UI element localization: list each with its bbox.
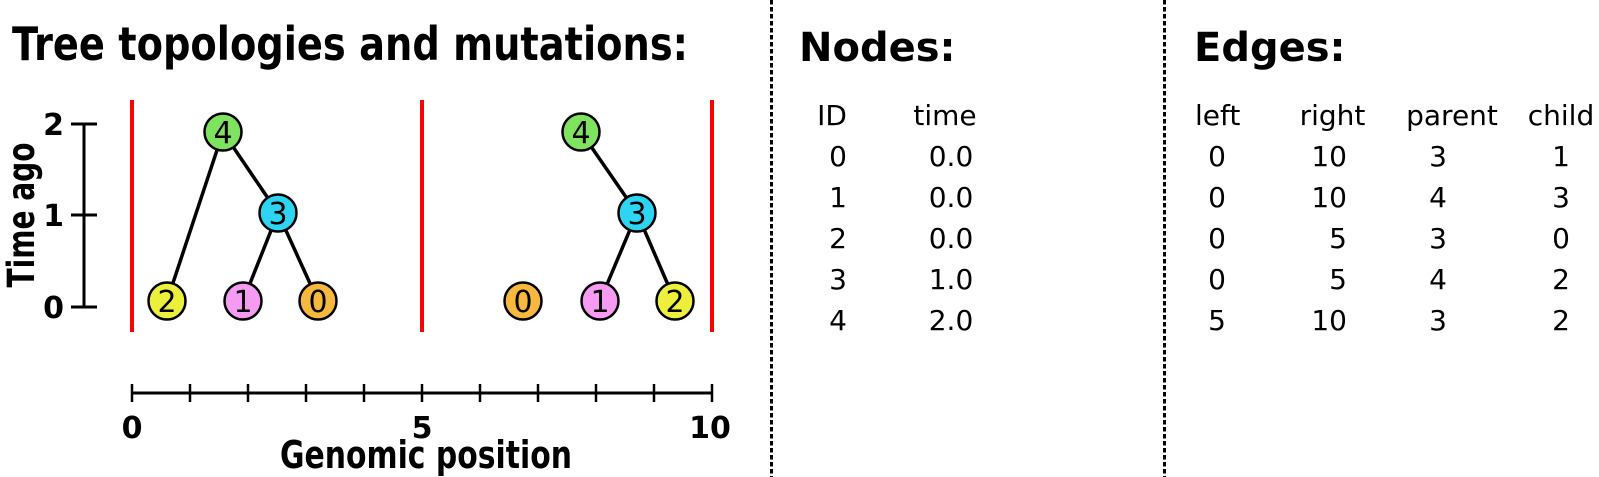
y-axis-title: Time ago <box>0 143 43 288</box>
node-time-cell: 0.0 <box>928 139 974 173</box>
tree1-node-4-label: 4 <box>213 116 232 151</box>
edge-child-cell: 1 <box>1552 139 1570 173</box>
x-axis-title: Genomic position <box>280 433 572 477</box>
x-axis-ticks <box>130 384 714 402</box>
nodes-heading: Nodes: <box>799 25 956 71</box>
figure-title: Tree topologies and mutations: <box>12 17 688 71</box>
edge-right-cell: 10 <box>1311 180 1347 214</box>
edge-right-cell: 10 <box>1311 139 1347 173</box>
tree1-node-0 <box>298 281 338 321</box>
y-tick-label-2: 2 <box>43 108 64 143</box>
tree1-node-3-label: 3 <box>268 197 287 232</box>
edge-child-cell: 2 <box>1552 262 1570 296</box>
node-time-cell: 1.0 <box>928 262 974 296</box>
tree1-node-3 <box>258 193 298 233</box>
nodes-table-time-column: time 0.0 0.0 0.0 1.0 2.0 <box>880 95 1022 341</box>
tree1-node-4 <box>203 112 243 152</box>
edges-column-header-parent: parent <box>1406 98 1498 132</box>
edge-left-cell: 5 <box>1208 303 1226 337</box>
tree2-node-1 <box>580 281 620 321</box>
tree2-node-0 <box>503 281 543 321</box>
edge-parent-cell: 3 <box>1429 221 1447 255</box>
tree1-node-2-label: 2 <box>157 285 176 320</box>
panel-divider-left <box>770 0 773 477</box>
edges-table-child-column: child 1 3 0 2 2 <box>1523 95 1599 341</box>
tree2-node-2 <box>655 281 695 321</box>
tree1-node-2 <box>147 281 187 321</box>
edge-parent-cell: 4 <box>1429 262 1447 296</box>
edge-parent-cell: 3 <box>1429 303 1447 337</box>
tree1-node-1 <box>223 281 263 321</box>
tree2-node-4-label: 4 <box>571 116 590 151</box>
tree-plot: Tree topologies and mutations: 2 1 0 Tim… <box>0 17 731 477</box>
edge-child-cell: 2 <box>1552 303 1570 337</box>
edge-left-cell: 0 <box>1208 262 1226 296</box>
edge-child-cell: 3 <box>1552 180 1570 214</box>
node-time-cell: 0.0 <box>928 221 974 255</box>
node-id-cell: 3 <box>829 262 847 296</box>
edges-column-header-child: child <box>1527 98 1595 132</box>
edges-column-header-right: right <box>1299 98 1366 132</box>
nodes-column-header-id: ID <box>817 98 847 132</box>
tree1-edge-4-2 <box>165 131 225 302</box>
edge-left-cell: 0 <box>1208 180 1226 214</box>
tree2-node-0-label: 0 <box>513 285 532 320</box>
nodes-table-id-column: ID 0 1 2 3 4 <box>800 95 876 341</box>
tree2-node-3-label: 3 <box>627 197 646 232</box>
edges-table-parent-column: parent 3 4 3 4 3 <box>1400 95 1498 341</box>
x-tick-label-5: 5 <box>412 411 433 446</box>
edges-column-header-left: left <box>1195 98 1241 132</box>
nodes-column-header-time: time <box>913 98 977 132</box>
node-id-cell: 4 <box>829 303 847 337</box>
edges-table-left-column: left 0 0 0 0 5 <box>1182 95 1252 341</box>
node-id-cell: 2 <box>829 221 847 255</box>
tree1-node-1-label: 1 <box>233 285 252 320</box>
node-time-cell: 0.0 <box>928 180 974 214</box>
y-tick-label-0: 0 <box>43 291 64 326</box>
edge-parent-cell: 4 <box>1429 180 1447 214</box>
edge-left-cell: 0 <box>1208 221 1226 255</box>
edge-left-cell: 0 <box>1208 139 1226 173</box>
node-id-cell: 0 <box>829 139 847 173</box>
edge-right-cell: 5 <box>1329 221 1347 255</box>
tree1-node-0-label: 0 <box>308 285 327 320</box>
tree2-node-2-label: 2 <box>665 285 684 320</box>
tree2-node-4 <box>561 112 601 152</box>
edge-parent-cell: 3 <box>1429 139 1447 173</box>
tree2-node-3 <box>617 193 657 233</box>
edges-table-right-column: right 10 10 5 5 10 <box>1280 95 1366 341</box>
edges-heading: Edges: <box>1194 25 1346 71</box>
edge-right-cell: 5 <box>1329 262 1347 296</box>
edge-right-cell: 10 <box>1311 303 1347 337</box>
panel-divider-right <box>1163 0 1166 477</box>
node-id-cell: 1 <box>829 180 847 214</box>
tree2-node-1-label: 1 <box>590 285 609 320</box>
y-tick-label-1: 1 <box>43 199 64 234</box>
x-tick-label-0: 0 <box>122 411 143 446</box>
edge-child-cell: 0 <box>1552 221 1570 255</box>
x-tick-label-10: 10 <box>689 411 731 446</box>
node-time-cell: 2.0 <box>928 303 974 337</box>
